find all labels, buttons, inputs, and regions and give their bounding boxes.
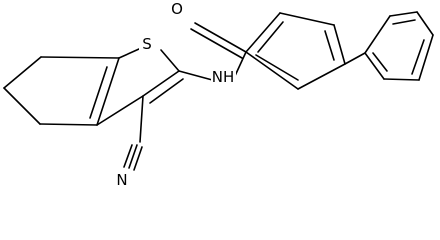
bond [128, 144, 138, 169]
bond [190, 28, 243, 59]
nitrile-nitrogen-label: N [116, 171, 127, 189]
bond [392, 19, 416, 25]
nitrile-group [123, 95, 144, 171]
bond [411, 39, 425, 75]
bond [118, 48, 140, 59]
amide-nh-label: NH [212, 68, 235, 86]
bond [297, 63, 346, 90]
bond [142, 70, 180, 97]
bond [3, 87, 41, 125]
bond [149, 78, 184, 104]
bond [178, 70, 217, 82]
bond [96, 57, 120, 126]
bond [245, 12, 281, 53]
bond [89, 66, 108, 119]
benzene-ring-central [245, 12, 346, 90]
biphenyl-bond [344, 52, 366, 65]
benzene-ring-terminal [364, 11, 434, 81]
bond [139, 95, 144, 143]
bond [39, 123, 98, 126]
bond [372, 52, 388, 72]
bond [96, 95, 144, 126]
bond [160, 49, 180, 72]
bond [364, 52, 385, 80]
bond [133, 146, 143, 171]
bond [3, 56, 42, 89]
bond [324, 30, 335, 61]
bond [255, 54, 299, 81]
thiophene-ring [89, 48, 184, 126]
bond [383, 78, 420, 81]
bond [364, 15, 391, 54]
cyclohexane-ring [3, 56, 120, 126]
bond [123, 144, 133, 168]
bond [279, 12, 335, 26]
bond [416, 11, 434, 36]
atom-labels: O S NH N [114, 0, 236, 190]
bond [333, 24, 346, 65]
bond [389, 11, 418, 17]
bond [194, 22, 247, 53]
oxygen-atom-label: O [171, 0, 183, 18]
chemical-structure-canvas: O S NH N [3, 0, 434, 190]
bond [245, 51, 299, 90]
bond [257, 21, 284, 53]
bond [40, 56, 120, 59]
sulfur-atom-label: S [142, 35, 152, 53]
bond [418, 34, 434, 81]
